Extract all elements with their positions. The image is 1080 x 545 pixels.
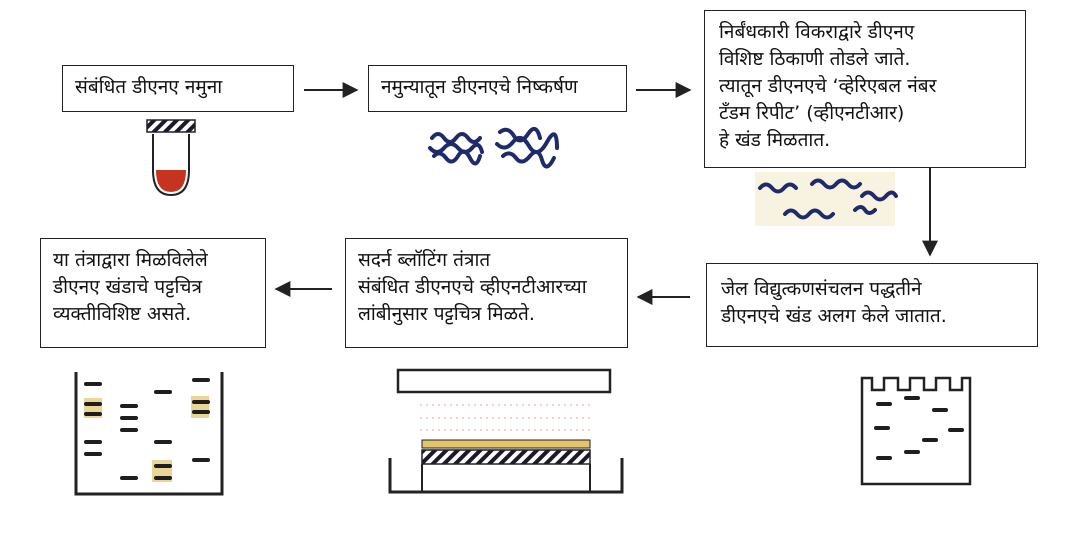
step-sample-box: संबंधित डीएनए नमुना: [62, 65, 294, 112]
step-text-line: जेल विद्युत्कणसंचलन पद्धतीने: [721, 278, 922, 300]
gel-well-icon: [860, 376, 972, 486]
step-gel-box: जेल विद्युत्कणसंचलन पद्धतीने डीएनएचे खंड…: [706, 263, 1038, 347]
step-text-line: डीएनएचे खंड अलग केले जातात.: [721, 305, 947, 327]
dna-clump-icon: [428, 126, 559, 169]
step-text-line: लांबीनुसार पट्टचित्र मिळते.: [358, 303, 535, 325]
step-text-line: या तंत्राद्वारा मिळविलेले: [53, 249, 208, 271]
step-text-line: व्यक्तीविशिष्ट असते.: [53, 303, 192, 325]
dna-fragments-icon: [755, 172, 898, 226]
step-text-line: डीएनए खंडाचे पट्टचित्र: [53, 276, 202, 298]
step-text-line: सदर्न ब्लॉटिंग तंत्रात: [358, 249, 491, 271]
step-text-line: संबंधित डीएनए नमुना: [75, 76, 223, 98]
step-blot-box: सदर्न ब्लॉटिंग तंत्रात संबंधित डीएनएचे व…: [345, 238, 628, 348]
step-result-box: या तंत्राद्वारा मिळविलेले डीएनए खंडाचे प…: [40, 238, 266, 348]
blot-apparatus-icon: [388, 368, 624, 494]
step-text-line: निर्बंधकारी विकराद्वारे डीएनए: [719, 21, 915, 43]
step-text-line: त्यातून डीएनएचे ‘व्हेरिएबल नंबर: [719, 75, 937, 97]
step-text-line: विशिष्ट ठिकाणी तोडले जाते.: [719, 48, 911, 70]
banding-pattern-icon: [74, 372, 224, 496]
step-restrict-box: निर्बंधकारी विकराद्वारे डीएनए विशिष्ट ठि…: [704, 10, 1026, 168]
step-extract-box: नमुन्यातून डीएनएचे निष्कर्षण: [368, 65, 627, 112]
step-text-line: संबंधित डीएनएचे व्हीएनटीआरच्या: [358, 276, 587, 298]
step-text-line: हे खंड मिळतात.: [719, 129, 831, 151]
sample-tube-icon: [146, 119, 196, 197]
step-text-line: टँडम रिपीट’ (व्हीएनटीआर): [719, 102, 905, 124]
step-text-line: नमुन्यातून डीएनएचे निष्कर्षण: [381, 76, 578, 98]
